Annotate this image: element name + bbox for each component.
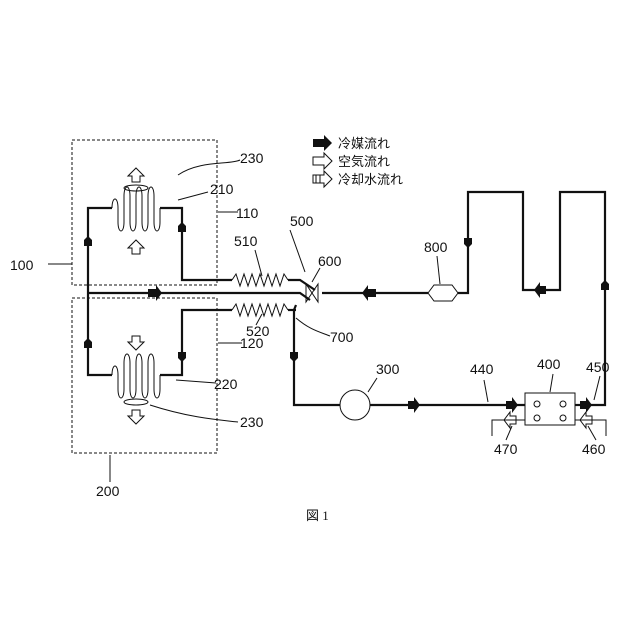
pipe-crossover: [88, 293, 310, 300]
label-100: 100: [10, 257, 34, 273]
label-230-lower: 230: [240, 414, 264, 430]
label-440: 440: [470, 361, 494, 377]
fan-lower-icon: [124, 399, 148, 405]
air-arrow-icon: [128, 336, 144, 350]
legend-coolant-label: 冷却水流れ: [338, 173, 403, 188]
label-200: 200: [96, 483, 120, 499]
unit-box-upper: [72, 140, 217, 285]
air-arrow-icon: [128, 168, 144, 182]
label-210: 210: [210, 181, 234, 197]
label-800: 800: [424, 239, 448, 255]
air-arrow-icon: [128, 240, 144, 254]
label-400: 400: [537, 356, 561, 372]
label-520: 520: [246, 323, 270, 339]
label-500: 500: [290, 213, 314, 229]
label-460: 460: [582, 441, 606, 457]
coolant-line-460: [575, 420, 606, 436]
air-arrow-icon: [128, 410, 144, 424]
label-220: 220: [214, 376, 238, 392]
coil-210: [112, 187, 160, 231]
pipe-upper-right: [160, 208, 232, 280]
heat-exchanger-510: [232, 274, 288, 286]
coil-220: [112, 354, 160, 398]
chiller-port: [534, 415, 540, 421]
legend-air-icon: [313, 153, 332, 169]
label-110: 110: [236, 205, 259, 221]
chiller-port: [534, 401, 540, 407]
legend-refrigerant-label: 冷媒流れ: [338, 137, 390, 152]
label-470: 470: [494, 441, 518, 457]
label-450: 450: [586, 359, 610, 375]
label-700: 700: [330, 329, 354, 345]
compressor-300: [340, 390, 370, 420]
pipe-upper-left: [88, 208, 112, 375]
figure-caption: 図 1: [306, 508, 329, 523]
label-510: 510: [234, 233, 258, 249]
label-600: 600: [318, 253, 342, 269]
refrigerant-flow-arrows: [84, 222, 609, 413]
accumulator-800: [428, 285, 458, 301]
fan-upper-icon: [124, 185, 148, 191]
chiller-port: [560, 401, 566, 407]
chiller-port: [560, 415, 566, 421]
label-230-upper: 230: [240, 150, 264, 166]
label-300: 300: [376, 361, 400, 377]
legend-refrigerant-icon: [313, 135, 332, 151]
leader-lines: [48, 160, 600, 482]
chiller-400: [525, 393, 575, 425]
pipe-700-down: [294, 305, 340, 405]
pipe-upper-to-valve: [288, 280, 315, 290]
legend-air-label: 空気流れ: [338, 154, 390, 170]
heat-exchanger-520: [232, 304, 288, 316]
